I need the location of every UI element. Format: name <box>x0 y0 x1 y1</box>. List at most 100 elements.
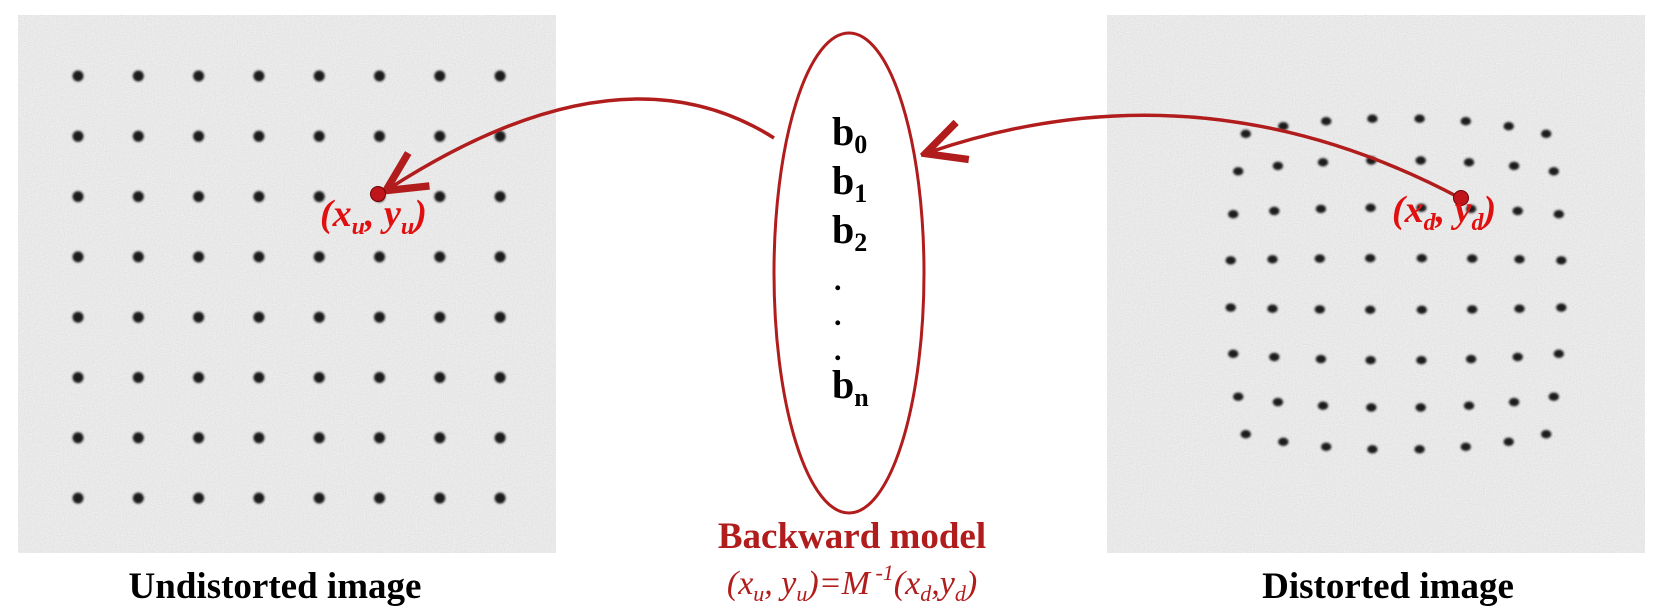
distorted-grid-dot <box>1553 210 1565 219</box>
model-formula: (xu, yu)=M -1(xd,yd) <box>727 560 977 606</box>
distorted-grid-dot <box>1315 204 1327 214</box>
distorted-grid-dot <box>1460 442 1472 451</box>
distorted-grid-dot <box>1541 129 1552 138</box>
undistorted-grid-dot <box>434 191 446 203</box>
distorted-grid-dot <box>1314 305 1326 314</box>
distorted-grid-dot <box>1467 305 1478 314</box>
distorted-grid-dot <box>1508 397 1520 407</box>
undistorted-grid-dot <box>132 130 144 142</box>
distorted-image-panel <box>1107 15 1645 553</box>
distorted-grid-dot <box>1365 305 1376 314</box>
undistorted-grid-dot <box>72 372 84 383</box>
undistorted-grid-dot <box>374 432 385 444</box>
undistorted-grid-dot <box>494 432 506 444</box>
undistorted-grid-dot <box>193 70 205 82</box>
distorted-grid-dot <box>1514 304 1525 313</box>
distorted-grid-dot <box>1416 254 1428 263</box>
distorted-grid-dot <box>1228 349 1239 358</box>
undistorted-grid-dot <box>253 191 265 203</box>
distorted-grid-dot <box>1272 397 1284 407</box>
distorted-grid-dot <box>1314 254 1326 263</box>
distorted-grid-dot <box>1233 167 1244 176</box>
undistorted-grid-dot <box>193 372 205 383</box>
distorted-dot-grid <box>1225 114 1567 454</box>
coefficient-bn: bn <box>832 362 869 412</box>
undistorted-grid-dot <box>193 191 205 203</box>
undistorted-grid-dot <box>72 130 84 142</box>
undistorted-grid-dot <box>253 432 265 444</box>
distorted-grid-dot <box>1415 156 1426 165</box>
distorted-grid-dot <box>1321 117 1332 126</box>
distorted-grid-dot <box>1463 158 1475 167</box>
distorted-grid-dot <box>1548 392 1560 401</box>
undistorted-image-caption: Undistorted image <box>129 566 422 607</box>
distorted-grid-dot <box>1228 210 1239 219</box>
distorted-grid-dot <box>1366 403 1377 412</box>
undistorted-grid-dot <box>434 251 446 263</box>
undistorted-grid-dot <box>434 432 446 444</box>
distorted-grid-dot <box>1548 167 1560 176</box>
undistorted-grid-dot <box>494 372 506 383</box>
undistorted-grid-dot <box>132 251 144 263</box>
distorted-grid-dot <box>1367 114 1378 123</box>
arrow-model-to-undistorted <box>390 97 775 188</box>
distorted-grid-dot <box>1467 254 1478 263</box>
distorted-grid-dot <box>1240 129 1252 138</box>
undistorted-grid-dot <box>132 311 144 323</box>
undistorted-grid-dot <box>132 372 144 383</box>
undistorted-grid-dot <box>253 251 265 263</box>
arrow-distorted-to-model <box>930 113 1461 200</box>
undistorted-grid-dot <box>434 492 446 504</box>
ellipsis-dot-1: . <box>834 264 842 297</box>
undistorted-grid-dot <box>313 432 325 444</box>
undistorted-grid-dot <box>434 70 446 82</box>
undistorted-grid-dot <box>72 251 84 263</box>
ellipsis-dot-3: . <box>834 334 842 367</box>
undistorted-grid-dot <box>72 311 84 323</box>
undistorted-grid-dot <box>374 311 385 323</box>
undistorted-grid-dot <box>132 492 144 504</box>
distorted-grid-dot <box>1321 442 1332 451</box>
distorted-grid-dot <box>1267 304 1278 313</box>
coefficient-b0: b0 <box>832 109 867 159</box>
distorted-grid-dot <box>1414 445 1425 454</box>
undistorted-grid-dot <box>434 311 446 323</box>
distorted-point-marker <box>1453 190 1469 206</box>
distorted-grid-dot <box>1225 303 1236 312</box>
distorted-grid-dot <box>1512 352 1523 362</box>
undistorted-point-label: (xu, yu) <box>320 193 427 240</box>
distorted-grid-dot <box>1508 161 1520 171</box>
distorted-grid-dot <box>1465 354 1477 364</box>
distorted-grid-dot <box>1365 203 1376 212</box>
undistorted-grid-dot <box>193 130 205 142</box>
model-title: Backward model <box>718 516 986 557</box>
undistorted-grid-dot <box>132 70 144 82</box>
distorted-grid-dot <box>1240 430 1252 439</box>
distorted-grid-dot <box>1463 401 1475 410</box>
distorted-grid-dot <box>1556 303 1567 312</box>
distorted-grid-dot <box>1512 206 1523 216</box>
distorted-grid-dot <box>1317 158 1329 167</box>
distorted-grid-dot <box>1365 356 1376 365</box>
distorted-grid-dot <box>1278 122 1289 131</box>
undistorted-grid-dot <box>313 492 325 504</box>
undistorted-grid-dot <box>72 70 84 82</box>
undistorted-grid-dot <box>313 251 325 263</box>
distorted-image-caption: Distorted image <box>1262 566 1514 607</box>
undistorted-grid-dot <box>374 70 385 82</box>
distorted-grid-dot <box>1416 356 1427 365</box>
distorted-grid-dot <box>1367 445 1378 454</box>
undistorted-grid-dot <box>132 432 144 444</box>
coefficient-b1: b1 <box>832 158 867 208</box>
undistorted-grid-dot <box>313 191 325 203</box>
coefficient-b2: b2 <box>832 207 867 257</box>
distorted-grid-dot <box>1416 305 1428 314</box>
distorted-point-label: (xd, yd) <box>1392 189 1496 236</box>
distorted-grid-dot <box>1317 401 1329 410</box>
distorted-grid-dot <box>1269 352 1280 362</box>
undistorted-grid-dot <box>193 432 205 444</box>
distorted-grid-dot <box>1465 204 1477 214</box>
undistorted-grid-dot <box>494 191 506 203</box>
undistorted-grid-dot <box>494 70 506 82</box>
